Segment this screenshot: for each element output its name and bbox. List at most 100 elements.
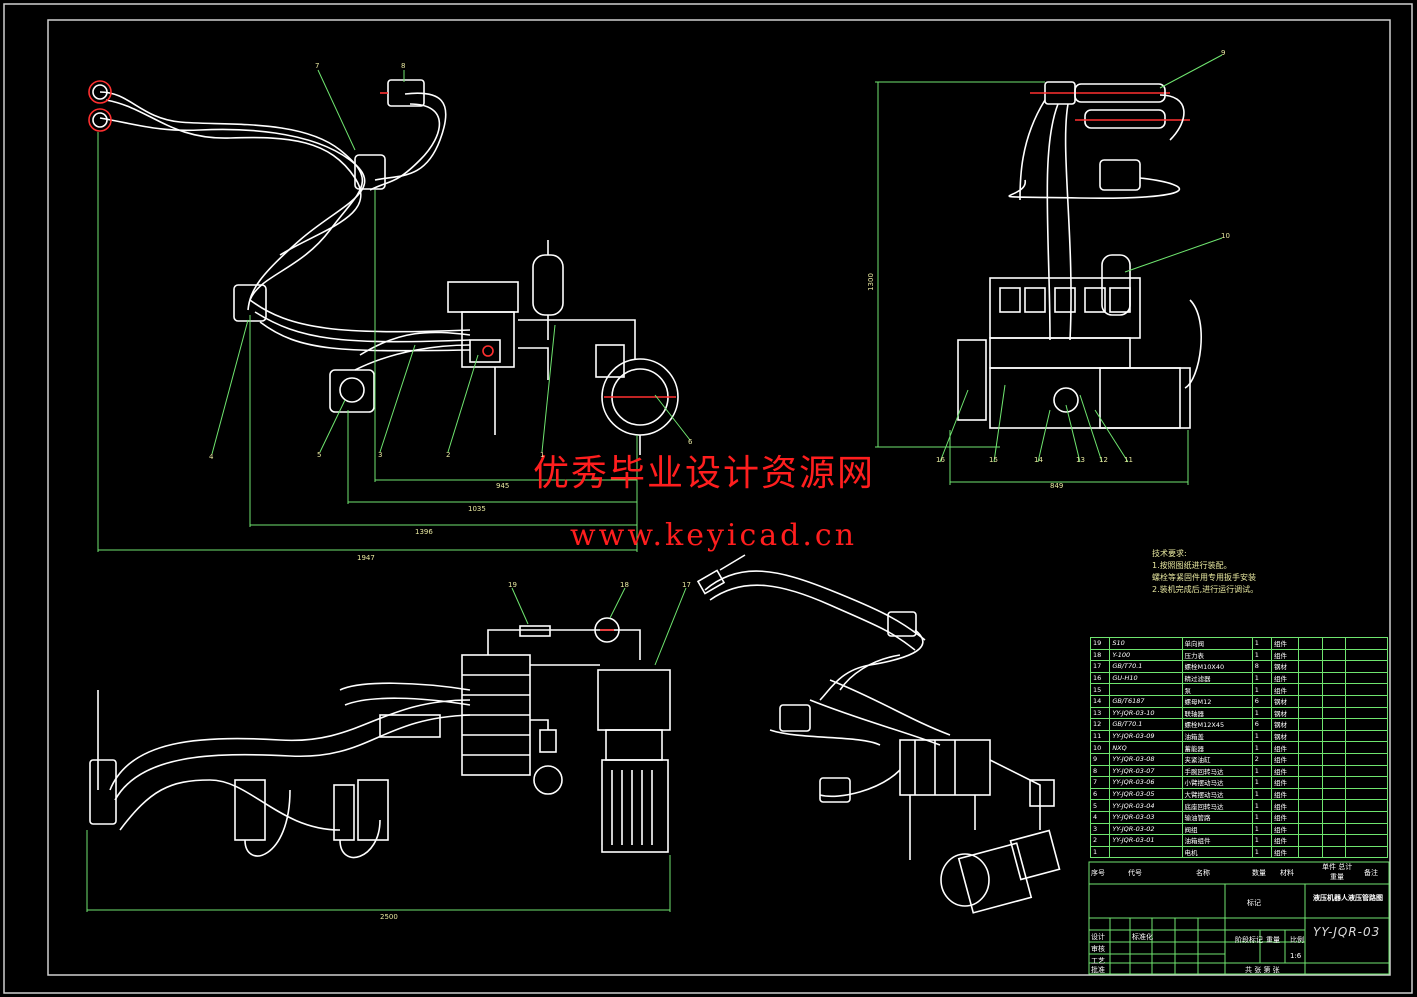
tech-line: 2.装机完成后,进行运行调试。 xyxy=(1152,585,1259,594)
bom-cell-total xyxy=(1321,845,1347,859)
dim-side-1300: 1300 xyxy=(866,273,875,291)
bom-cell-qty: 1 xyxy=(1251,834,1273,847)
bom-cell-qty: 1 xyxy=(1251,822,1273,836)
callout-14: 14 xyxy=(1034,456,1043,464)
callout-1: 1 xyxy=(540,451,545,459)
bom-cell-total xyxy=(1321,764,1347,778)
bom-cell-total xyxy=(1321,799,1347,812)
side-view-dimensions xyxy=(875,54,1223,485)
bom-cell-mass xyxy=(1298,718,1323,731)
bom-cell-material: 组件 xyxy=(1270,741,1300,754)
tech-heading: 技术要求: xyxy=(1152,549,1187,558)
tech-requirements: 技术要求: 1.按照图纸进行装配。 螺栓等紧固件用专用扳手安装 2.装机完成后,… xyxy=(1152,548,1258,596)
bom-cell-qty: 1 xyxy=(1251,787,1273,801)
bom-cell-name: 底座回转马达 xyxy=(1181,799,1253,812)
bom-cell-total xyxy=(1321,694,1347,708)
drawing-title: 液压机器人液压管路图 xyxy=(1313,894,1383,902)
bom-cell-note xyxy=(1345,683,1388,696)
bom-cell-name: 小臂摆动马达 xyxy=(1181,776,1253,789)
bom-cell-name: 电机 xyxy=(1181,845,1253,859)
bom-cell-mass xyxy=(1298,694,1323,708)
callout-11: 11 xyxy=(1124,456,1133,464)
callout-4: 4 xyxy=(209,453,214,461)
bom-cell-no: 9 xyxy=(1089,752,1111,766)
bom-cell-name: 输油管路 xyxy=(1181,810,1253,824)
bom-cell-material: 组件 xyxy=(1270,637,1300,650)
drawing-number: YY-JQR-03 xyxy=(1313,925,1381,939)
checker-label: 审核 xyxy=(1091,945,1105,953)
bom-cell-mass xyxy=(1298,660,1323,673)
bom-cell-mass xyxy=(1298,637,1323,650)
bom-cell-note xyxy=(1345,637,1388,650)
bom-cell-name: 螺栓M10X40 xyxy=(1181,660,1253,673)
bom-cell-material: 钢材 xyxy=(1270,729,1300,743)
bom-cell-no: 3 xyxy=(1089,822,1111,836)
bom-cell-mass xyxy=(1298,787,1323,801)
tech-line: 1.按照图纸进行装配。 xyxy=(1152,561,1232,570)
bom-cell-total xyxy=(1321,637,1347,650)
watermark-url: www.keyicad.cn xyxy=(570,518,858,553)
bom-cell-name: 联轴器 xyxy=(1181,706,1253,720)
bom-cell-code: YY-JQR-03-04 xyxy=(1109,799,1183,812)
bom-cell-material: 组件 xyxy=(1270,648,1300,662)
title-block-label: 标记 xyxy=(1247,899,1261,907)
bom-cell-no: 13 xyxy=(1089,706,1111,720)
scale-label: 比例 xyxy=(1290,936,1304,944)
bom-cell-qty: 6 xyxy=(1251,694,1273,708)
dim-front-1035: 1035 xyxy=(468,505,486,513)
callout-16: 16 xyxy=(936,456,945,464)
bom-cell-total xyxy=(1321,834,1347,847)
bom-cell-material: 钢材 xyxy=(1270,706,1300,720)
bom-cell-mass xyxy=(1298,706,1323,720)
bom-header-mass2: 重量 xyxy=(1330,873,1344,881)
dim-front-1396: 1396 xyxy=(415,528,433,536)
dim-side-849: 849 xyxy=(1050,482,1064,490)
bom-cell-mass xyxy=(1298,845,1323,859)
bom-cell-no: 12 xyxy=(1089,718,1111,731)
standard-label: 标准化 xyxy=(1132,933,1153,941)
bom-cell-note xyxy=(1345,776,1388,789)
bom-cell-mass xyxy=(1298,799,1323,812)
bom-cell-name: 油箱组件 xyxy=(1181,834,1253,847)
bom-cell-qty: 1 xyxy=(1251,648,1273,662)
bom-cell-code: YY-JQR-03-08 xyxy=(1109,752,1183,766)
top-view-dimensions xyxy=(86,587,687,912)
bom-cell-no: 17 xyxy=(1089,660,1111,673)
bom-cell-total xyxy=(1321,787,1347,801)
top-view xyxy=(89,617,671,859)
bom-cell-no: 16 xyxy=(1089,671,1111,685)
craft-label: 工艺 xyxy=(1091,957,1105,965)
bom-cell-note xyxy=(1345,718,1388,731)
bom-cell-code: YY-JQR-03-07 xyxy=(1109,764,1183,778)
bom-cell-name: 油箱盖 xyxy=(1181,729,1253,743)
bom-cell-no: 7 xyxy=(1089,776,1111,789)
callout-17: 17 xyxy=(682,581,691,589)
bom-cell-material: 组件 xyxy=(1270,752,1300,766)
scale-value: 1:6 xyxy=(1290,952,1302,960)
bom-cell-no: 5 xyxy=(1089,799,1111,812)
bom-cell-material: 组件 xyxy=(1270,834,1300,847)
bom-cell-note xyxy=(1345,741,1388,754)
approve-label: 批准 xyxy=(1091,966,1105,974)
bom-cell-total xyxy=(1321,822,1347,836)
bom-cell-total xyxy=(1321,729,1347,743)
watermark-title: 优秀毕业设计资源网 xyxy=(533,453,876,494)
bom-cell-qty: 1 xyxy=(1251,776,1273,789)
bom-cell-code: YY-JQR-03-06 xyxy=(1109,776,1183,789)
isometric-view xyxy=(696,554,1061,914)
outer-frame xyxy=(3,3,1413,994)
bom-cell-mass xyxy=(1298,648,1323,662)
bom-cell-total xyxy=(1321,741,1347,754)
bom-cell-no: 15 xyxy=(1089,683,1111,696)
bom-cell-note xyxy=(1345,671,1388,685)
bom-cell-mass xyxy=(1298,741,1323,754)
